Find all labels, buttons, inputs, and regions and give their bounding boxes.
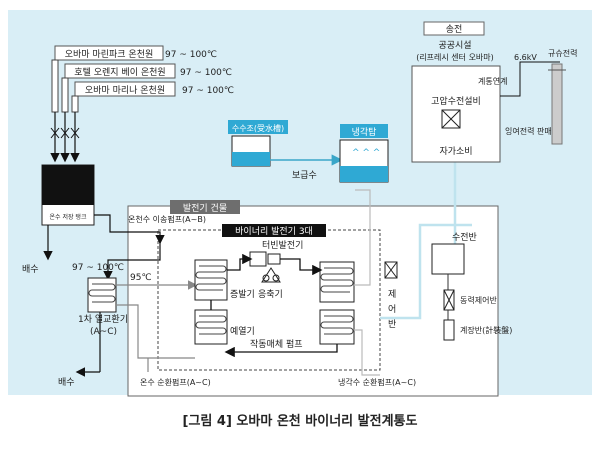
metering-label: 계장반(計裝盤) [460, 325, 512, 335]
public-facility-sub: (리프레시 센터 오바마) [416, 52, 494, 62]
source-temp-3: 97 ~ 100℃ [182, 86, 234, 96]
drain-bottom-label: 배수 [58, 377, 75, 388]
source-list: 오바마 마린파크 온천원 97 ~ 100℃ 호텔 오렌지 베이 온천원 97 … [54, 45, 234, 97]
self-use-label: 자가소비 [439, 146, 472, 157]
cool-circ-pump-label: 냉각수 순환펌프(A~C) [338, 377, 416, 387]
grid-link-label: 계통연계 [478, 76, 507, 86]
turbine-icon [249, 251, 267, 267]
generator-building-tag [170, 200, 240, 214]
preheater [194, 309, 228, 345]
supply-water-label: 보급수 [292, 170, 317, 181]
source-temp-1: 97 ~ 100℃ [165, 50, 217, 60]
primary-hx-sub: (A~C) [90, 327, 117, 337]
voltage-label: 6.6kV [514, 53, 537, 62]
evaporator-label: 증발기 [230, 289, 255, 300]
primary-heat-exchanger [87, 277, 117, 313]
evaporator [194, 259, 228, 301]
receiving-panel [431, 243, 465, 275]
condenser [319, 261, 355, 303]
control-panel-char-3: 반 [388, 319, 396, 330]
primary-hx-label: 1차 열교환기 [78, 313, 128, 325]
drain-top-label: 배수 [22, 264, 39, 275]
condenser-lower [319, 309, 355, 345]
transmission-label: 송전 [446, 24, 463, 35]
turbine-label: 터빈발전기 [262, 240, 303, 251]
inlet-temp-label: 97 ~ 100℃ [72, 263, 124, 273]
preheater-label: 예열기 [230, 326, 255, 337]
figure-caption: [그림 4] 오바마 온천 바이너리 발전계통도 [182, 414, 418, 429]
source-name-3: 오바마 마리나 온천원 [85, 85, 165, 96]
binary-generator-tag [222, 224, 326, 237]
hx-temp-label: 95℃ [130, 273, 152, 283]
control-panel-char-2: 어 [388, 304, 396, 315]
source-temp-2: 97 ~ 100℃ [180, 68, 232, 78]
control-panel-char-1: 제 [388, 289, 396, 300]
generator-icon [267, 253, 281, 265]
spring-pump-label: 온천수 이송펌프(A~B) [128, 214, 206, 224]
source-name-1: 오바마 마린파크 온천원 [65, 49, 154, 60]
surplus-label: 잉여전력 판매 [505, 126, 552, 136]
water-tank-label: 수수조(受水槽) [232, 123, 284, 133]
spray-icon: ^ ^ ^ [352, 148, 380, 158]
power-control-label: 동력제어반 [460, 295, 497, 305]
cooling-tower-label: 냉각탑 [352, 126, 377, 138]
utility-pole [551, 63, 563, 145]
source-name-2: 호텔 오렌지 베이 온천원 [74, 66, 165, 78]
generator-building-box [127, 205, 499, 397]
compressor-label: 응축기 [258, 289, 283, 300]
cooling-tower-tag [340, 124, 388, 138]
transmission-tag [423, 21, 485, 36]
kyushu-label: 규슈전력 [548, 48, 577, 58]
valve-icons [50, 127, 80, 139]
receiving-label: 수전반 [452, 232, 477, 243]
metering-icon [443, 319, 455, 341]
public-facility-label: 공공시설 [438, 40, 471, 51]
generator-building-label: 발전기 건물 [183, 203, 227, 214]
hot-spring-tank-label: 온수 저장 탱크 [50, 213, 87, 221]
binary-generator-label: 바이너리 발전기 3대 [235, 226, 313, 237]
water-tank-tag [228, 120, 288, 134]
hv-equipment-label: 고압수전설비 [431, 95, 481, 107]
working-pump-label: 작동매체 펌프 [250, 338, 303, 350]
hot-circ-pump-label: 온수 순환펌프(A~C) [140, 377, 211, 387]
